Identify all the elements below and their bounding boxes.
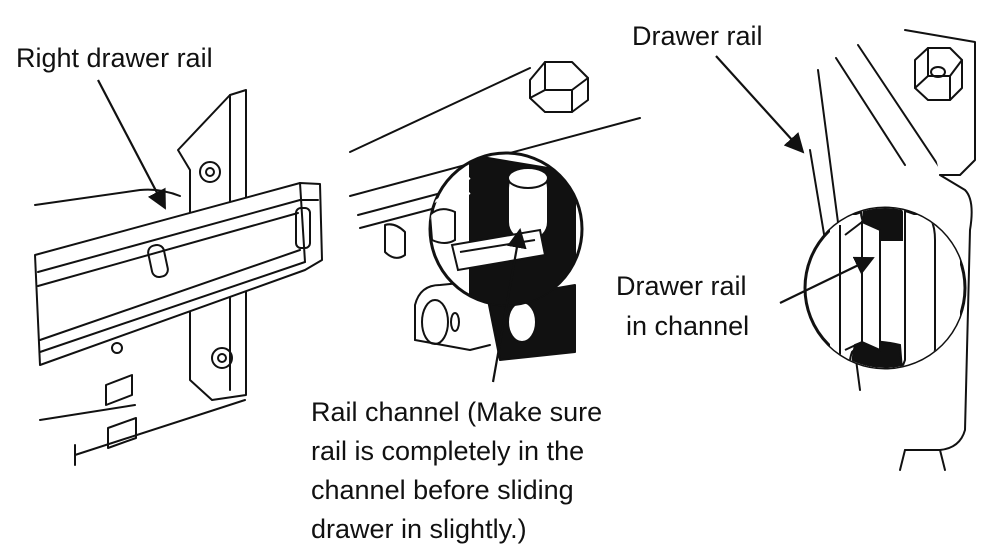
drawer-rail-label: Drawer rail — [632, 21, 763, 51]
left-rail-illustration — [34, 89, 323, 466]
rail-channel-label: Rail channel (Make sure rail is complete… — [311, 393, 602, 549]
drawer-rail-arrow — [715, 55, 805, 154]
drawer-rail-magnifier — [803, 206, 967, 370]
rail-channel-label-line: drawer in slightly.) — [311, 514, 527, 544]
rail-channel-label-line: rail is completely in the — [311, 436, 585, 466]
rail-channel-arrow — [491, 228, 527, 383]
right-drawer-rail-label: Right drawer rail — [16, 43, 213, 73]
rail-channel-label-line: Rail channel (Make sure — [311, 397, 603, 427]
right-channel-illustration — [809, 29, 976, 471]
drawer-rail-in-channel-label-line2: in channel — [626, 311, 750, 341]
drawer-rail-in-channel-label-line1: Drawer rail — [616, 271, 747, 301]
rail-channel-label-line: channel before sliding — [311, 475, 574, 505]
right-drawer-rail-arrow — [97, 79, 166, 210]
drawer-rail-in-channel-arrow — [779, 256, 875, 304]
